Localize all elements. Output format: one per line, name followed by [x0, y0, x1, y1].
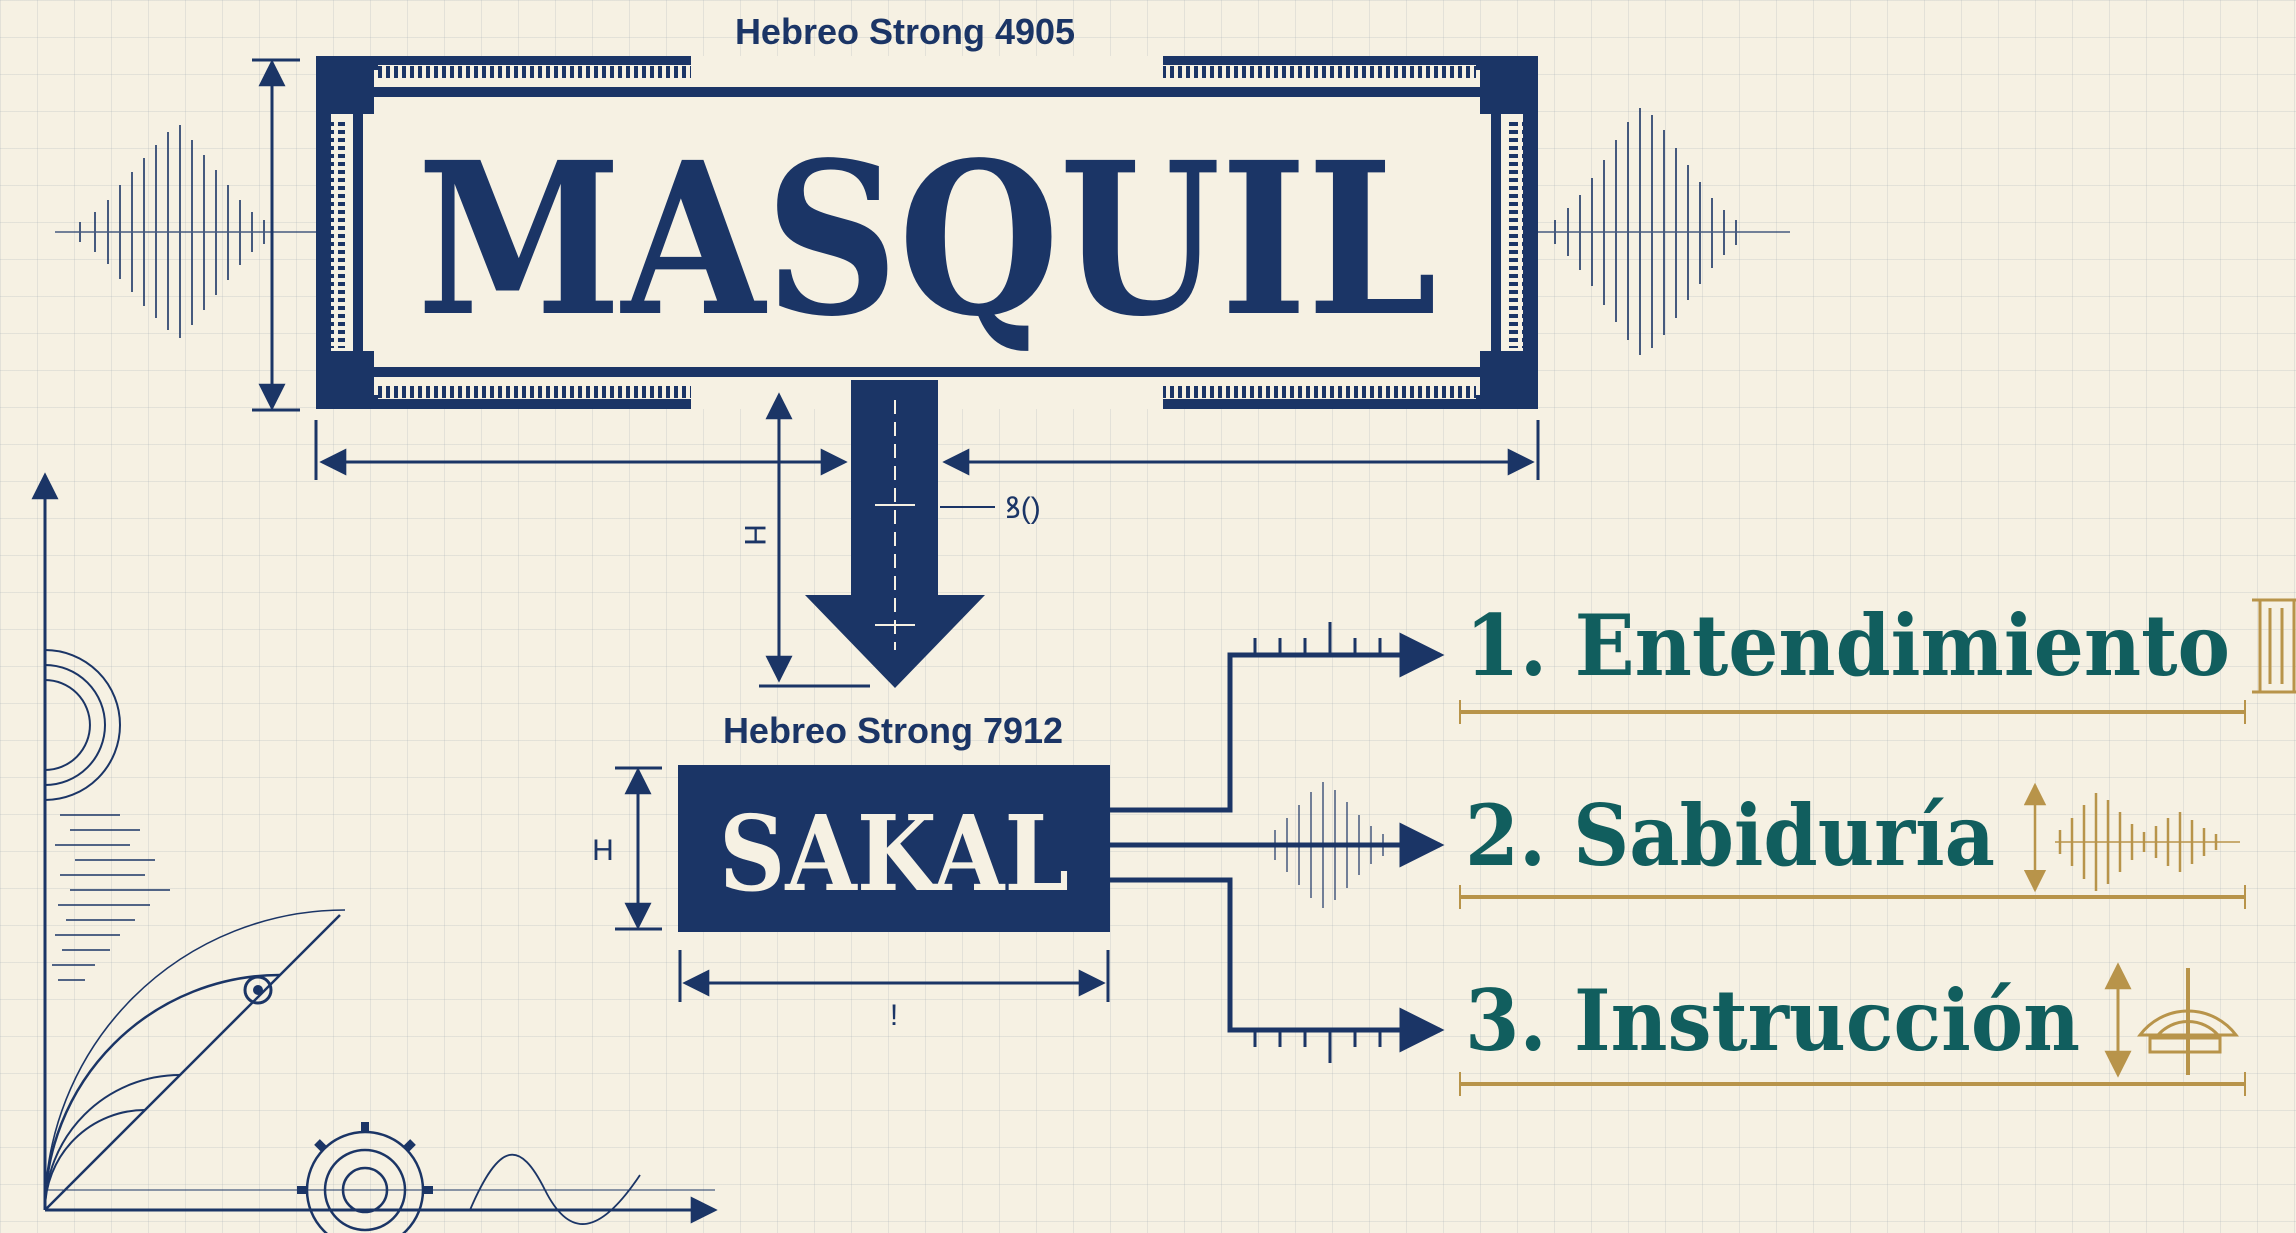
root-width-label: !: [890, 999, 898, 1032]
meaning-underlines: [1459, 700, 2246, 1096]
root-term-word: SAKAL: [719, 792, 1069, 915]
top-term-reference: Hebreo Strong 4905: [735, 11, 1075, 52]
arrow-height-label: H: [738, 524, 771, 546]
axis-graph-icon: [31, 472, 718, 1224]
waveform-icon: [55, 125, 316, 338]
waveform-icon: [1538, 108, 1790, 355]
root-height-label: H: [592, 834, 614, 867]
gear-icon: [297, 1122, 641, 1233]
ruler-icon: [1253, 622, 1407, 1063]
root-term-reference: Hebreo Strong 7912: [723, 710, 1063, 751]
waveform-icon: [52, 814, 170, 981]
root-term-box: [678, 765, 1110, 932]
meaning-item: 1. Entendimiento: [1465, 596, 2230, 695]
column-icon: [2252, 598, 2296, 694]
waveform-icon: [1274, 782, 1384, 908]
meaning-item: 3. Instrucción: [1465, 971, 2080, 1070]
meaning-item: 2. Sabiduría: [1465, 786, 1995, 885]
waveform-icon: [2023, 782, 2240, 893]
root-dimension-lines: [615, 766, 1110, 1002]
down-arrow: [805, 380, 995, 688]
dimension-lines: [252, 58, 1540, 688]
top-term-word: MASQUIL: [417, 116, 1437, 363]
protractor-icon: [2104, 962, 2240, 1078]
top-term-frame: [316, 56, 1538, 409]
concentric-circles-icon: [43, 649, 715, 1211]
arrow-mark: ꝸ(): [1005, 492, 1041, 525]
